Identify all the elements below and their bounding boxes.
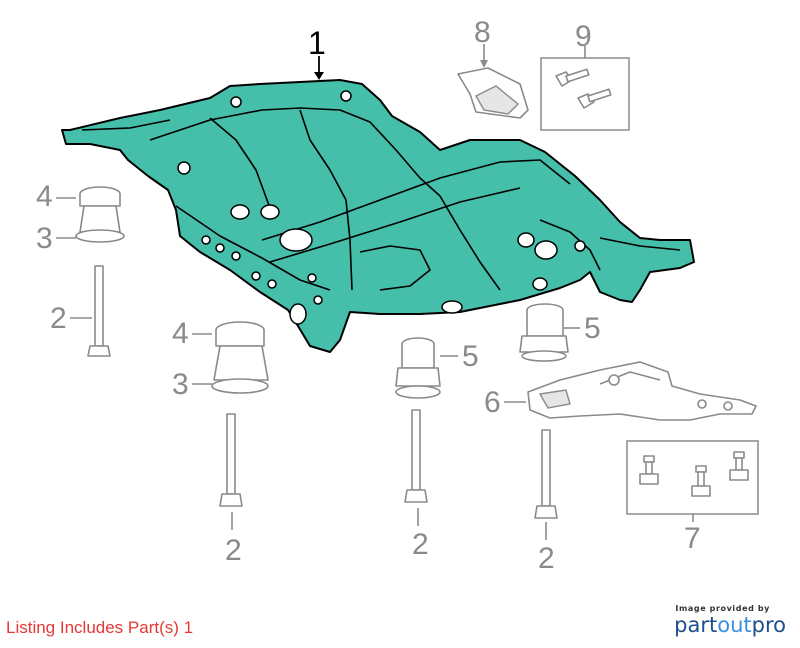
upper-insulator-4a[interactable] — [79, 186, 121, 207]
lower-insulator-3b[interactable] — [211, 345, 269, 394]
bolt-kit-box-9 — [540, 57, 630, 131]
brand-name-part3: pro — [751, 613, 786, 637]
callout-2b: 2 — [225, 534, 242, 567]
leader-arrow-8 — [480, 60, 488, 68]
callout-3a: 3 — [36, 222, 53, 255]
callout-5a: 5 — [462, 340, 479, 373]
brand-name-part1: part — [674, 613, 718, 637]
bushing-5a[interactable] — [395, 337, 441, 399]
bushing-5b[interactable] — [519, 303, 569, 362]
bolt-2d[interactable] — [534, 429, 558, 519]
crossmember-frame[interactable] — [61, 79, 695, 353]
callout-4b: 4 — [172, 317, 189, 350]
callout-8: 8 — [474, 16, 491, 49]
shield-part[interactable] — [457, 67, 529, 119]
upper-insulator-4b[interactable] — [215, 321, 265, 347]
callout-2d: 2 — [538, 542, 555, 575]
callout-2c: 2 — [412, 528, 429, 561]
listing-includes-text: Listing Includes Part(s) 1 — [6, 618, 194, 637]
bolt-2c[interactable] — [404, 409, 428, 503]
bolt-kit-7[interactable] — [639, 451, 749, 497]
callout-1: 1 — [308, 25, 326, 61]
callout-6: 6 — [484, 386, 501, 419]
bolt-kit-9[interactable] — [555, 68, 612, 109]
bolt-2a[interactable] — [87, 265, 111, 357]
brand-logo: Image provided by partoutpro — [674, 604, 786, 637]
bracket-6[interactable] — [527, 361, 757, 421]
lower-insulator-3a[interactable] — [75, 205, 125, 243]
image-provided-by-label: Image provided by — [675, 604, 770, 613]
callout-3b: 3 — [172, 368, 189, 401]
bolt-2b[interactable] — [219, 413, 243, 507]
leader-arrow-1 — [314, 72, 324, 80]
callout-7: 7 — [684, 522, 701, 555]
brand-name: partoutpro — [674, 613, 786, 637]
brand-name-part2: out — [717, 613, 752, 637]
callout-4a: 4 — [36, 180, 53, 213]
callout-2a: 2 — [50, 302, 67, 335]
callout-5b: 5 — [584, 312, 601, 345]
callout-9: 9 — [575, 20, 592, 53]
